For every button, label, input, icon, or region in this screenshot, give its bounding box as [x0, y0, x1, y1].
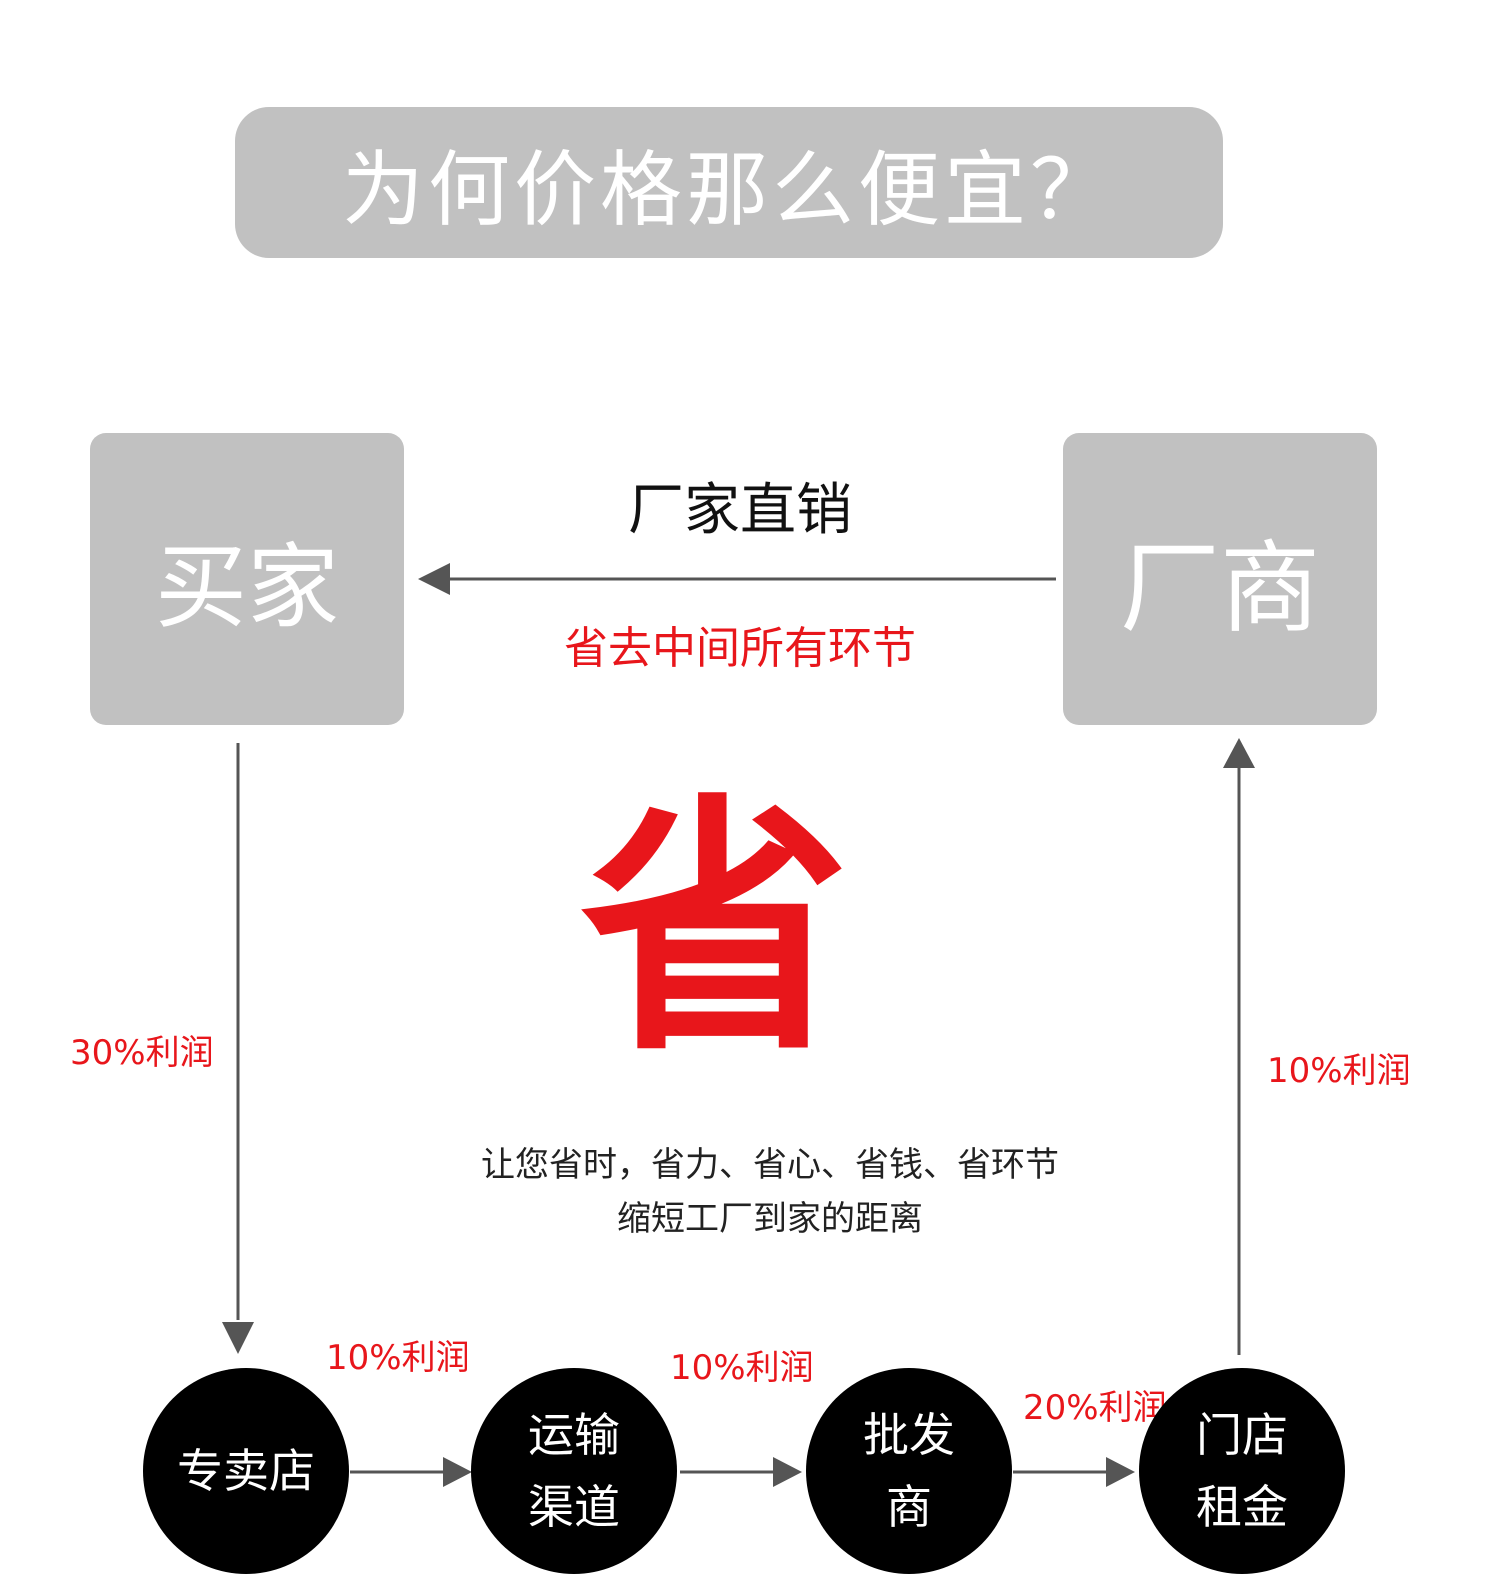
- chain-node-wholesaler: 批发商: [806, 1368, 1012, 1574]
- direct-sales-label: 厂家直销: [628, 478, 852, 543]
- chain-profit-label: 10%利润: [326, 1338, 470, 1378]
- node-label: 门店: [1196, 1408, 1288, 1462]
- description: 让您省时，省力、省心、省钱、省环节 缩短工厂到家的距离: [400, 1138, 1140, 1246]
- node-label: 商: [886, 1480, 932, 1534]
- buyer-box: 买家: [90, 433, 404, 725]
- node-label: 租金: [1196, 1480, 1288, 1534]
- manufacturer-box: 厂商: [1063, 433, 1377, 725]
- skip-middlemen-label: 省去中间所有环节: [564, 623, 916, 674]
- description-line: 缩短工厂到家的距离: [617, 1199, 923, 1239]
- node-label: 运输: [528, 1408, 620, 1462]
- chain-profit-label: 10%利润: [670, 1348, 814, 1388]
- node-label: 专卖店: [177, 1444, 315, 1498]
- description-line: 让您省时，省力、省心、省钱、省环节: [481, 1145, 1059, 1185]
- node-label: 批发: [863, 1408, 955, 1462]
- manufacturer-profit-label: 10%利润: [1267, 1051, 1411, 1091]
- title-banner: 为何价格那么便宜？: [235, 107, 1223, 258]
- buyer-profit-label: 30%利润: [70, 1033, 214, 1073]
- save-character: 省: [580, 772, 850, 1087]
- chain-node-transport: 运输渠道: [471, 1368, 677, 1574]
- node-label: 渠道: [528, 1480, 620, 1534]
- chain-node-store-rent: 门店租金: [1139, 1368, 1345, 1574]
- chain-node-specialty-store: 专卖店: [143, 1368, 349, 1574]
- chain-profit-label: 20%利润: [1023, 1388, 1167, 1428]
